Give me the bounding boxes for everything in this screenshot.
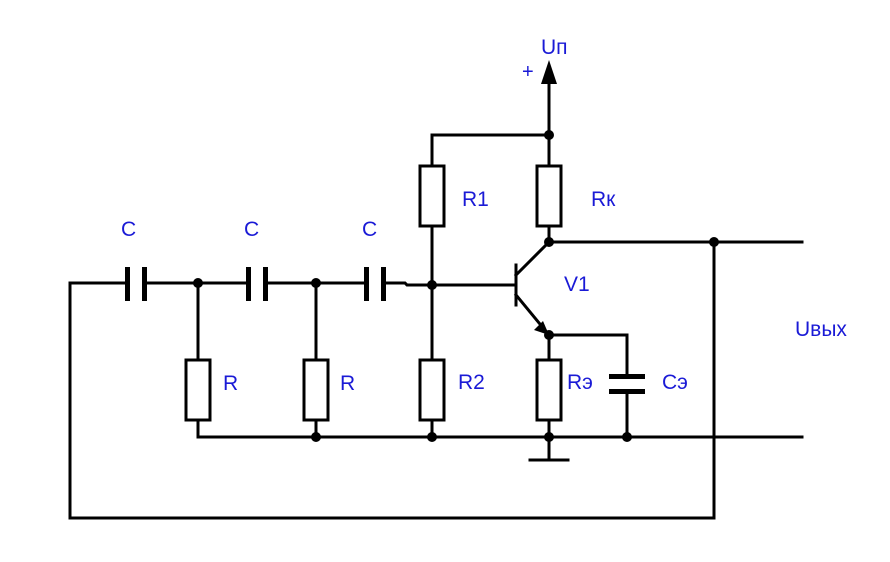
resistor-re (535, 358, 563, 422)
transistor-v1 (513, 239, 552, 338)
junction-dots (193, 130, 719, 442)
resistor-r-mid (302, 358, 330, 422)
resistor-rk (535, 164, 563, 228)
resistor-r-left-label: R (223, 372, 238, 395)
wire-c3-base (384, 281, 518, 287)
capacitor-c3-label: C (362, 218, 377, 241)
resistor-r1-label: R1 (462, 188, 489, 211)
resistor-r2 (418, 358, 446, 422)
capacitor-ce (609, 374, 645, 394)
feedback-wire (68, 240, 716, 520)
transistor-v1-label: V1 (564, 273, 590, 296)
wire-r1-top (430, 133, 551, 168)
supply-arrow-icon (541, 60, 557, 84)
resistor-r1 (418, 164, 446, 228)
capacitor-c1 (125, 267, 147, 301)
resistor-r2-label: R2 (458, 371, 485, 394)
wire-emitter-ce (547, 333, 629, 376)
resistor-rk-label: Rк (591, 188, 616, 211)
transistor-collector-lead (513, 239, 552, 278)
supply-polarity-label: + (522, 61, 534, 83)
supply-label: Uп (541, 36, 568, 59)
capacitor-ce-label: Cэ (662, 371, 688, 394)
capacitor-c2 (246, 267, 268, 301)
capacitor-c1-label: C (121, 218, 136, 241)
wires (68, 80, 804, 520)
resistor-r-mid-label: R (340, 372, 355, 395)
capacitor-c2-label: C (244, 218, 259, 241)
resistor-re-label: Rэ (567, 371, 593, 394)
output-voltage-label: Uвых (795, 318, 847, 341)
resistor-r-left (184, 358, 212, 422)
capacitor-c3 (364, 267, 386, 301)
emitter-arrow-icon (534, 321, 549, 335)
